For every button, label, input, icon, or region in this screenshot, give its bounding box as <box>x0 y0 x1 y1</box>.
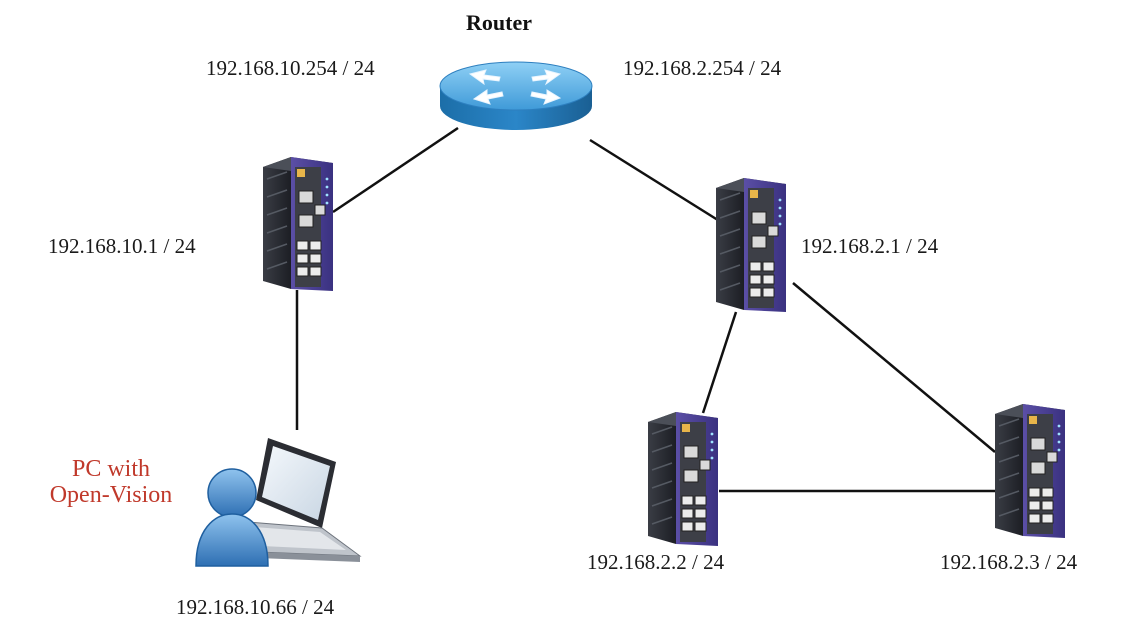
laptop-user-icon <box>195 438 362 567</box>
link-sw-top-right-sw-bottom-left <box>701 311 738 414</box>
switch-bottom-right-ip: 192.168.2.3 / 24 <box>940 550 1078 574</box>
pc-label-line2: Open-Vision <box>49 482 173 509</box>
link-router-sw-top-right <box>589 138 738 234</box>
switch-icon-top-right <box>715 177 787 313</box>
link-sw-top-right-sw-bottom-right <box>792 282 996 453</box>
pc-label: PC with Open-Vision <box>36 456 186 509</box>
pc-ip: 192.168.10.66 / 24 <box>176 595 335 619</box>
switch-icon-bottom-left <box>647 411 719 547</box>
switch-icon-left <box>262 156 334 292</box>
switch-icon-bottom-right <box>994 403 1066 539</box>
links <box>295 126 996 493</box>
router-right-ip: 192.168.2.254 / 24 <box>623 56 782 80</box>
pc-label-line1: PC with <box>71 456 151 482</box>
link-router-sw-left <box>332 126 459 214</box>
router-left-ip: 192.168.10.254 / 24 <box>206 56 375 80</box>
switch-bottom-left-ip: 192.168.2.2 / 24 <box>587 550 725 574</box>
router-title: Router <box>466 10 532 35</box>
router-icon <box>439 61 593 130</box>
switch-top-right-ip: 192.168.2.1 / 24 <box>801 234 939 258</box>
switch-left-ip: 192.168.10.1 / 24 <box>48 234 196 258</box>
